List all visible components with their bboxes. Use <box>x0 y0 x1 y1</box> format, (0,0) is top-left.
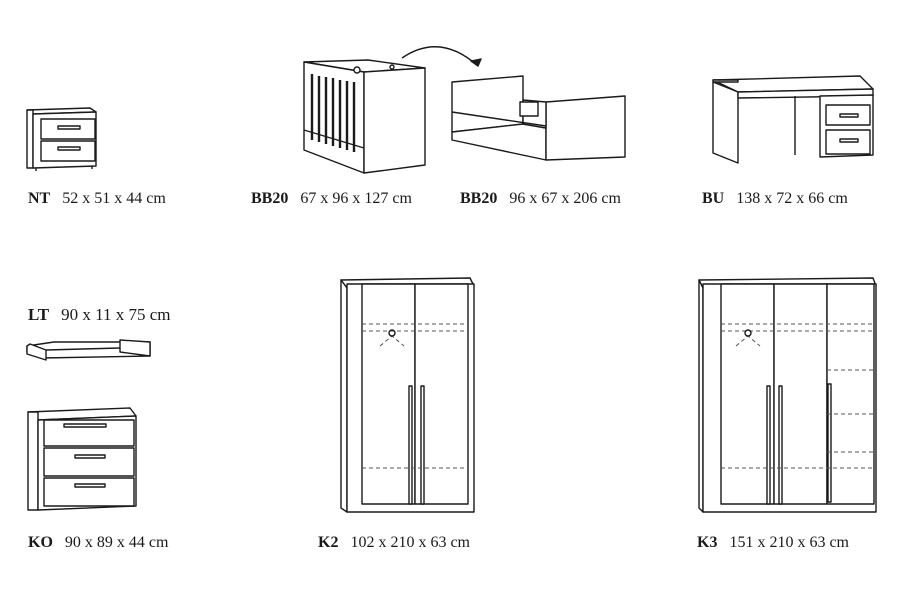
caption-nt: NT 52 x 51 x 44 cm <box>28 190 166 208</box>
caption-bb20-bed: BB20 96 x 67 x 206 cm <box>460 190 621 208</box>
caption-ko: KO 90 x 89 x 44 cm <box>28 534 168 552</box>
arrow-head <box>470 58 482 67</box>
caption-bu: BU 138 x 72 x 66 cm <box>702 190 848 208</box>
item-dimensions: 90 x 11 x 75 cm <box>61 305 171 324</box>
chest-drawing <box>27 407 137 511</box>
item-dimensions: 151 x 210 x 63 cm <box>729 534 849 551</box>
item-dimensions: 52 x 51 x 44 cm <box>62 190 166 207</box>
item-code: BB20 <box>251 190 289 207</box>
nightstand-drawing <box>26 107 97 171</box>
wardrobe-2door-drawing <box>340 277 475 513</box>
item-code: K3 <box>697 534 718 551</box>
item-code: LT <box>28 305 50 324</box>
caption-lt: LT 90 x 11 x 75 cm <box>28 306 171 324</box>
caption-bb20-cot: BB20 67 x 96 x 127 cm <box>251 190 412 208</box>
conversion-arrow <box>401 46 479 67</box>
item-dimensions: 96 x 67 x 206 cm <box>509 190 621 207</box>
caption-k2: K2 102 x 210 x 63 cm <box>318 534 470 552</box>
desk-drawing <box>712 75 874 164</box>
item-dimensions: 102 x 210 x 63 cm <box>350 534 470 551</box>
caption-k3: K3 151 x 210 x 63 cm <box>697 534 849 552</box>
changing-tray-drawing <box>26 339 151 361</box>
item-code: BB20 <box>460 190 498 207</box>
baby-bed-drawing <box>303 59 426 174</box>
item-dimensions: 90 x 89 x 44 cm <box>64 534 169 551</box>
item-code: BU <box>702 190 725 207</box>
item-dimensions: 138 x 72 x 66 cm <box>736 190 848 207</box>
junior-bed-drawing <box>451 75 626 161</box>
wardrobe-3door-drawing <box>698 277 877 513</box>
item-dimensions: 67 x 96 x 127 cm <box>300 190 412 207</box>
item-code: KO <box>28 534 53 551</box>
item-code: K2 <box>318 534 339 551</box>
item-code: NT <box>28 190 51 207</box>
